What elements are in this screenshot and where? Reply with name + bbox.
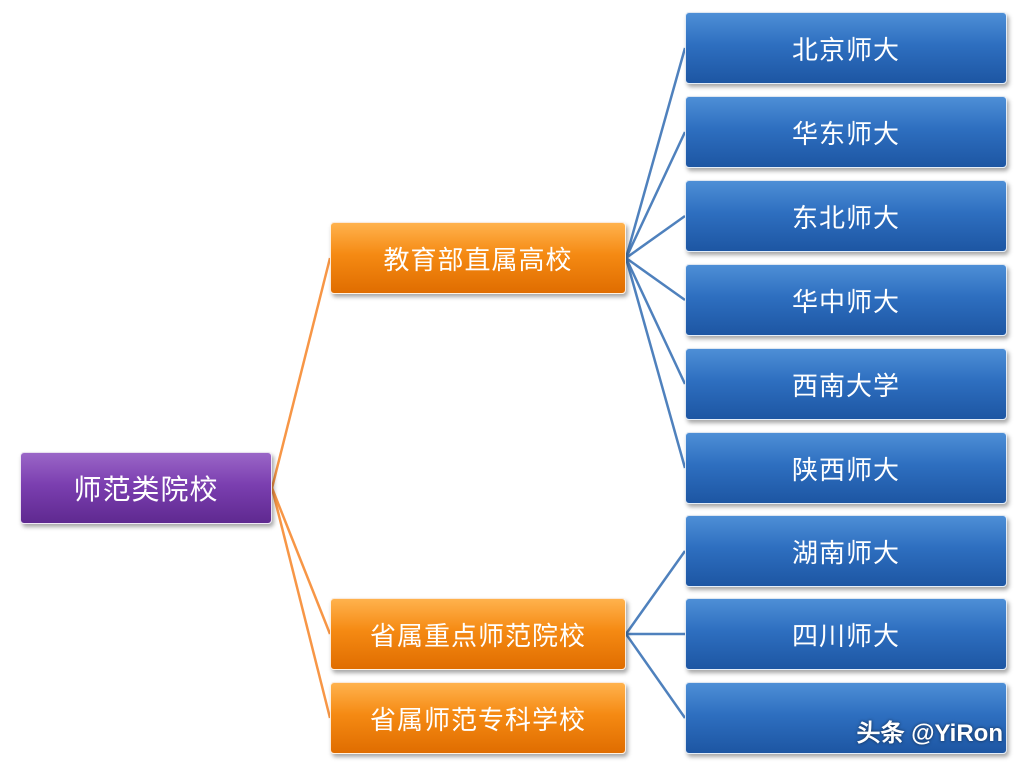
connector-cat2-leaf9 bbox=[624, 633, 687, 719]
university-node-6: 陕西师大 bbox=[685, 432, 1007, 504]
university-node-9 bbox=[685, 682, 1007, 754]
root-node: 师范类院校 bbox=[20, 452, 272, 524]
connector-cat1-leaf2 bbox=[624, 131, 687, 259]
connector-cat1-leaf6 bbox=[624, 257, 687, 469]
connector-cat2-leaf7 bbox=[624, 550, 687, 635]
university-node-1: 北京师大 bbox=[685, 12, 1007, 84]
university-node-8: 四川师大 bbox=[685, 598, 1007, 670]
connector-root-cat1 bbox=[270, 257, 332, 489]
connector-cat1-leaf5 bbox=[624, 257, 687, 385]
connector-root-cat2 bbox=[270, 487, 332, 635]
category-node-provincial-key: 省属重点师范院校 bbox=[330, 598, 626, 670]
connector-cat1-leaf3 bbox=[625, 214, 686, 260]
connector-root-cat3 bbox=[270, 487, 332, 719]
watermark: 头条 @YiRon bbox=[856, 720, 1003, 747]
connector-cat1-leaf4 bbox=[625, 256, 686, 302]
category-node-provincial-college: 省属师范专科学校 bbox=[330, 682, 626, 754]
university-node-4: 华中师大 bbox=[685, 264, 1007, 336]
connector-cat1-leaf1 bbox=[624, 47, 687, 259]
university-node-7: 湖南师大 bbox=[685, 515, 1007, 587]
university-node-3: 东北师大 bbox=[685, 180, 1007, 252]
university-node-5: 西南大学 bbox=[685, 348, 1007, 420]
category-node-ministry: 教育部直属高校 bbox=[330, 222, 626, 294]
university-node-2: 华东师大 bbox=[685, 96, 1007, 168]
